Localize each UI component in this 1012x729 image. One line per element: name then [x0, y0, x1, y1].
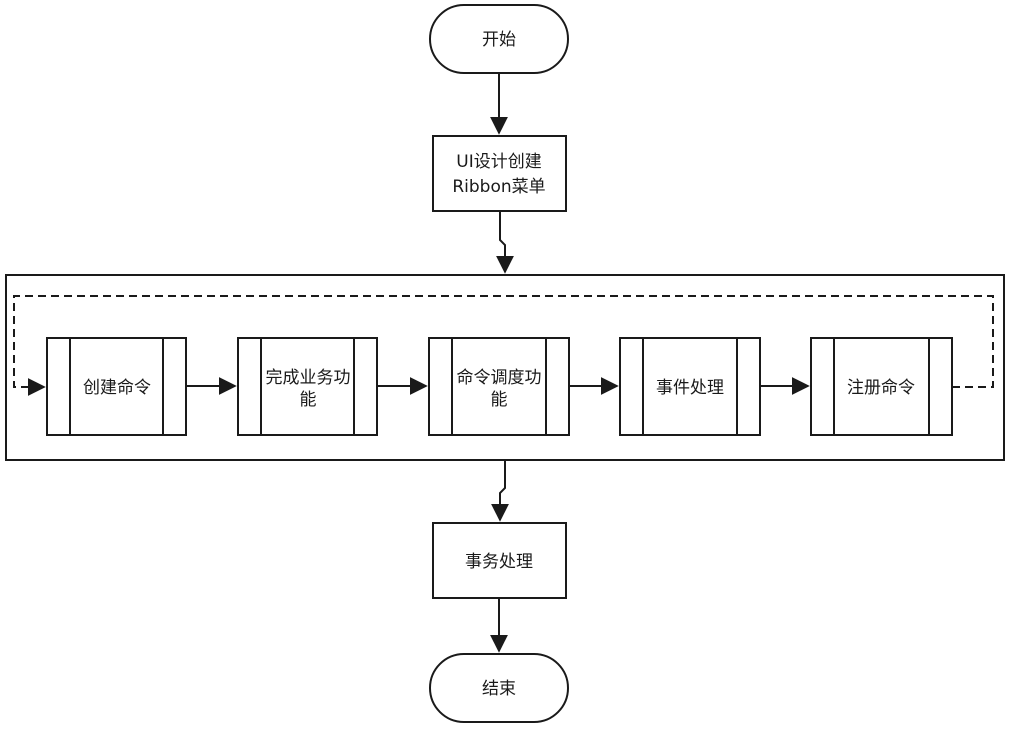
process-register-command: 注册命令	[810, 337, 953, 436]
start-label: 开始	[482, 30, 516, 50]
process-create-command-label: 创建命令	[83, 378, 151, 398]
process-command-dispatch-line-1: 命令调度功	[457, 368, 542, 388]
arrow-ui-to-container	[496, 211, 514, 274]
ui-design-line-1: UI设计创建	[456, 152, 541, 172]
end-terminator: 结束	[429, 653, 569, 723]
process-event-handling: 事件处理	[619, 337, 761, 436]
arrow-container-to-transaction	[491, 460, 509, 522]
ui-design-line-2: Ribbon菜单	[452, 177, 545, 197]
process-create-command: 创建命令	[46, 337, 187, 436]
transaction-box: 事务处理	[432, 522, 567, 599]
ui-design-box: UI设计创建 Ribbon菜单	[432, 135, 567, 212]
transaction-label: 事务处理	[465, 552, 533, 572]
start-terminator: 开始	[429, 4, 569, 74]
process-business-function-line-1: 完成业务功	[266, 368, 351, 388]
process-event-handling-label: 事件处理	[656, 378, 724, 398]
process-business-function: 完成业务功 能	[237, 337, 378, 436]
end-label: 结束	[482, 679, 516, 699]
process-business-function-line-2: 能	[300, 390, 317, 410]
process-command-dispatch-line-2: 能	[491, 390, 508, 410]
process-register-command-label: 注册命令	[847, 378, 915, 398]
process-command-dispatch: 命令调度功 能	[428, 337, 570, 436]
